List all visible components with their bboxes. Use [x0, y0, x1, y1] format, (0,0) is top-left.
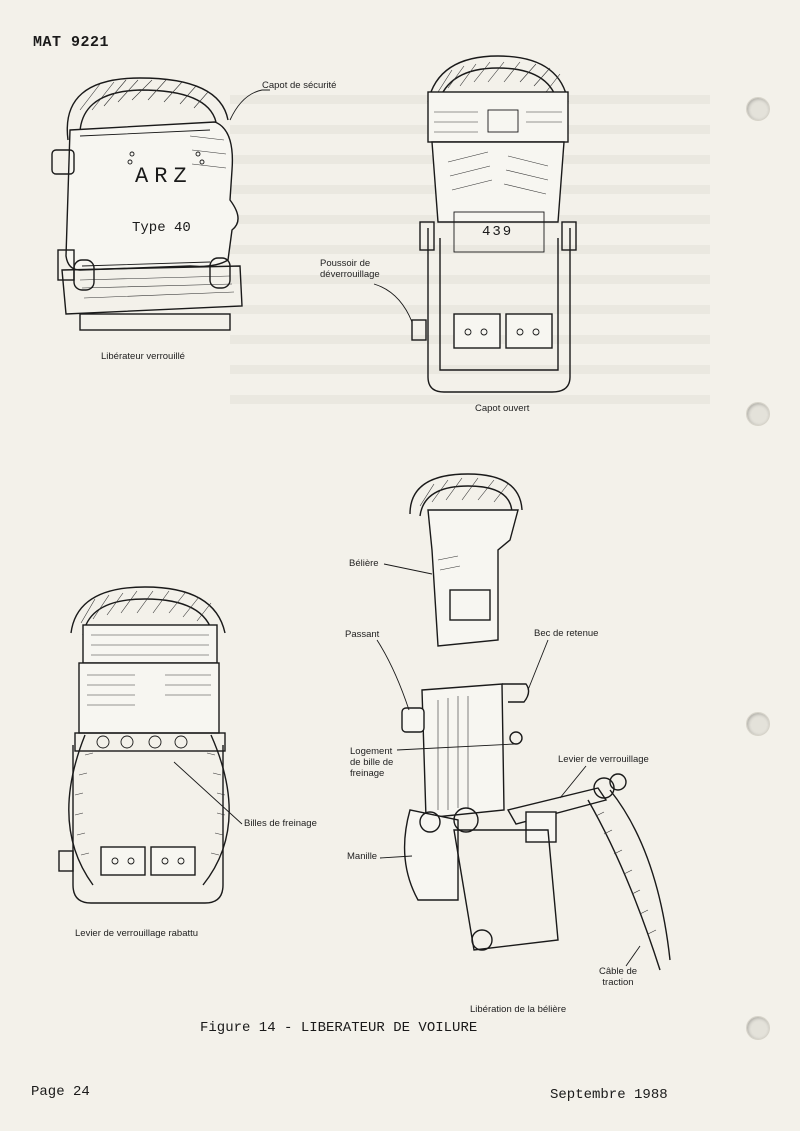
label-capot-de-securite: Capot de sécurité: [262, 80, 337, 91]
leader-line: [376, 639, 410, 711]
label-bec-de-retenue: Bec de retenue: [534, 628, 599, 639]
label-manille: Manille: [347, 851, 378, 862]
stamp-number: 439: [482, 224, 514, 240]
label-cable-de-traction: Câble de traction: [598, 966, 638, 988]
doc-id: MAT 9221: [33, 34, 110, 51]
leader-line: [625, 945, 641, 967]
page-number: Page 24: [31, 1084, 90, 1100]
drawing-capot-ouvert: [411, 55, 577, 393]
label-passant: Passant: [345, 629, 380, 640]
footer-date: Septembre 1988: [550, 1087, 668, 1103]
leader-line: [229, 89, 270, 121]
label-levier-de-verrouillage: Levier de verrouillage: [558, 754, 649, 765]
label-beliere: Bélière: [349, 558, 379, 569]
label-billes-de-freinage: Billes de freinage: [244, 818, 317, 829]
binder-hole: [746, 97, 770, 121]
leader-line: [383, 563, 433, 575]
caption-levier-rabattu: Levier de verrouillage rabattu: [75, 928, 199, 939]
leader-line: [173, 761, 243, 825]
figure-caption: Figure 14 - LIBERATEUR DE VOILURE: [200, 1020, 478, 1036]
binder-hole: [746, 712, 770, 736]
drawing-liberation-beliere: [401, 473, 671, 971]
leader-line: [396, 743, 516, 751]
label-poussoir-de-deverrouillage: Poussoir de déverrouillage: [320, 258, 380, 280]
leader-line: [373, 283, 413, 323]
drawing-liberateur-verrouille: [51, 77, 243, 331]
caption-capot-ouvert: Capot ouvert: [475, 403, 530, 414]
drawing-levier-rabattu: [58, 586, 230, 904]
engraving-brand: ARZ: [135, 164, 193, 189]
caption-liberation-beliere: Libération de la bélière: [470, 1004, 567, 1015]
binder-hole: [746, 402, 770, 426]
binder-hole: [746, 1016, 770, 1040]
caption-liberateur-verrouille: Libérateur verrouillé: [101, 351, 185, 362]
leader-line: [379, 855, 413, 859]
leader-line: [527, 639, 549, 691]
leader-line: [559, 765, 587, 799]
label-logement-de-bille: Logement de bille de freinage: [350, 746, 394, 779]
engraving-type: Type 40: [132, 220, 191, 236]
